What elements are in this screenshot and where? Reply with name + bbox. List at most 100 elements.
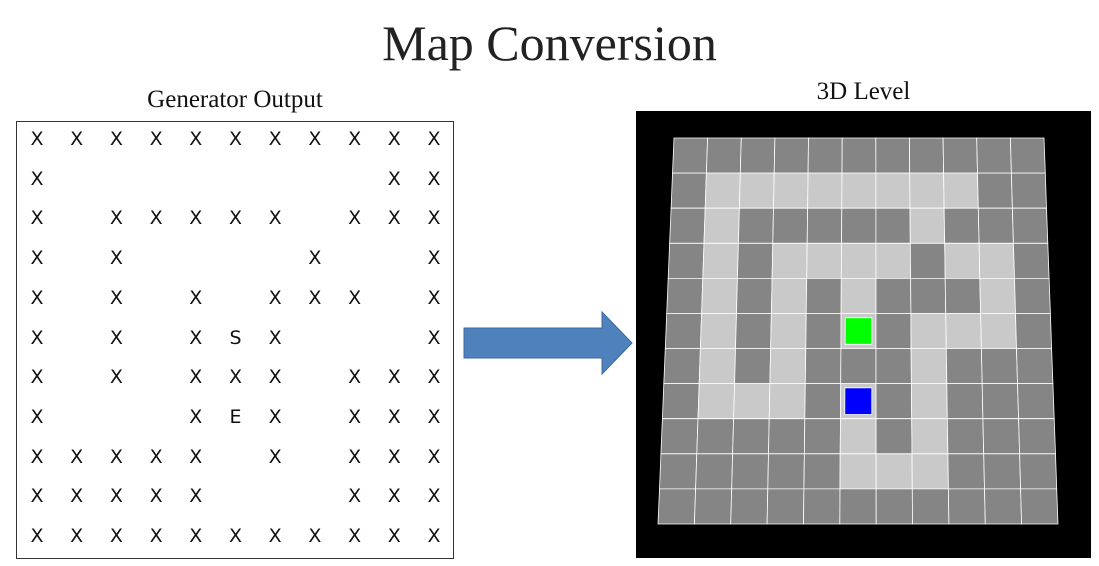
wall-tile — [909, 242, 946, 279]
wall-tile — [669, 207, 706, 244]
wall-tile — [875, 313, 912, 349]
floor-tile — [911, 418, 949, 455]
wall-tile — [804, 383, 842, 420]
floor-tile — [806, 242, 842, 279]
floor-tile — [944, 242, 981, 279]
floor-tile — [839, 418, 877, 455]
end-tile — [844, 387, 873, 415]
wall-cell: X — [348, 405, 362, 428]
floor-tile — [701, 277, 738, 314]
wall-tile — [773, 137, 809, 174]
3d-level-render — [636, 111, 1091, 558]
floor-tile — [771, 242, 808, 279]
start-cell: S — [229, 326, 242, 349]
wall-tile — [909, 137, 945, 174]
wall-cell: X — [189, 286, 203, 309]
wall-cell: X — [30, 286, 44, 309]
wall-cell: X — [268, 525, 282, 547]
wall-cell: X — [348, 286, 362, 309]
wall-tile — [767, 453, 805, 490]
floor-tile — [702, 242, 739, 279]
wall-tile — [875, 383, 913, 420]
wall-tile — [805, 313, 842, 349]
wall-tile — [666, 277, 704, 314]
wall-cell: X — [427, 485, 441, 508]
wall-cell: X — [268, 128, 282, 150]
floor-tile — [943, 172, 979, 209]
wall-cell: X — [348, 128, 362, 150]
wall-cell: X — [109, 286, 123, 309]
wall-cell: X — [109, 207, 123, 230]
wall-tile — [875, 418, 913, 455]
wall-tile — [1014, 277, 1051, 314]
wall-tile — [1017, 383, 1055, 420]
wall-cell: X — [427, 167, 441, 190]
wall-tile — [947, 488, 986, 525]
wall-cell: X — [109, 247, 123, 270]
wall-tile — [944, 277, 982, 314]
floor-tile — [910, 313, 947, 349]
wall-tile — [1009, 137, 1046, 174]
wall-cell: X — [30, 525, 44, 547]
wall-cell: X — [189, 207, 203, 230]
floor-tile — [773, 172, 809, 209]
floor-tile — [807, 172, 843, 209]
wall-cell: X — [387, 167, 401, 190]
floor-tile — [768, 383, 806, 420]
wall-cell: X — [427, 207, 441, 230]
wall-cell: X — [149, 128, 163, 150]
floor-tile — [840, 242, 877, 279]
wall-tile — [695, 453, 734, 490]
end-cell: E — [229, 405, 242, 428]
wall-cell: X — [308, 525, 322, 547]
wall-tile — [768, 418, 806, 455]
wall-tile — [805, 277, 842, 314]
wall-tile — [705, 137, 742, 174]
wall-cell: X — [228, 366, 243, 389]
floor-tile — [770, 277, 808, 314]
wall-tile — [1011, 207, 1049, 244]
wall-tile — [659, 453, 698, 490]
wall-cell: X — [30, 326, 44, 349]
wall-tile — [667, 242, 705, 279]
wall-cell: X — [30, 366, 44, 389]
wall-cell: X — [30, 128, 44, 150]
wall-cell: X — [189, 445, 203, 468]
wall-cell: X — [109, 485, 123, 508]
wall-tile — [840, 348, 877, 385]
wall-cell: X — [268, 405, 282, 428]
wall-cell: X — [308, 128, 322, 150]
wall-tile — [661, 383, 700, 420]
wall-cell: X — [348, 485, 362, 508]
wall-tile — [664, 313, 703, 349]
wall-tile — [977, 172, 1013, 209]
wall-tile — [736, 242, 774, 279]
wall-tile — [1012, 242, 1050, 279]
floor-tile — [841, 172, 877, 209]
wall-tile — [807, 137, 843, 174]
wall-cell: X — [427, 525, 441, 547]
wall-cell: X — [387, 485, 401, 508]
floor-tile — [770, 313, 807, 349]
wall-tile — [947, 453, 985, 490]
wall-tile — [731, 453, 769, 490]
wall-cell: X — [268, 326, 282, 349]
floor-tile — [875, 453, 913, 490]
wall-cell: X — [189, 525, 203, 547]
wall-cell: X — [109, 326, 123, 349]
wall-cell: X — [109, 445, 123, 468]
wall-cell: X — [387, 128, 401, 150]
wall-tile — [766, 488, 805, 525]
floor-tile — [703, 207, 740, 244]
floor-tile — [697, 383, 736, 420]
wall-tile — [946, 383, 984, 420]
wall-cell: X — [387, 445, 401, 468]
wall-cell: X — [387, 405, 401, 428]
wall-tile — [875, 348, 912, 385]
wall-tile — [657, 488, 697, 525]
wall-cell: X — [228, 128, 243, 150]
wall-cell: X — [228, 207, 243, 230]
floor-tile — [704, 172, 741, 209]
wall-cell: X — [427, 405, 441, 428]
